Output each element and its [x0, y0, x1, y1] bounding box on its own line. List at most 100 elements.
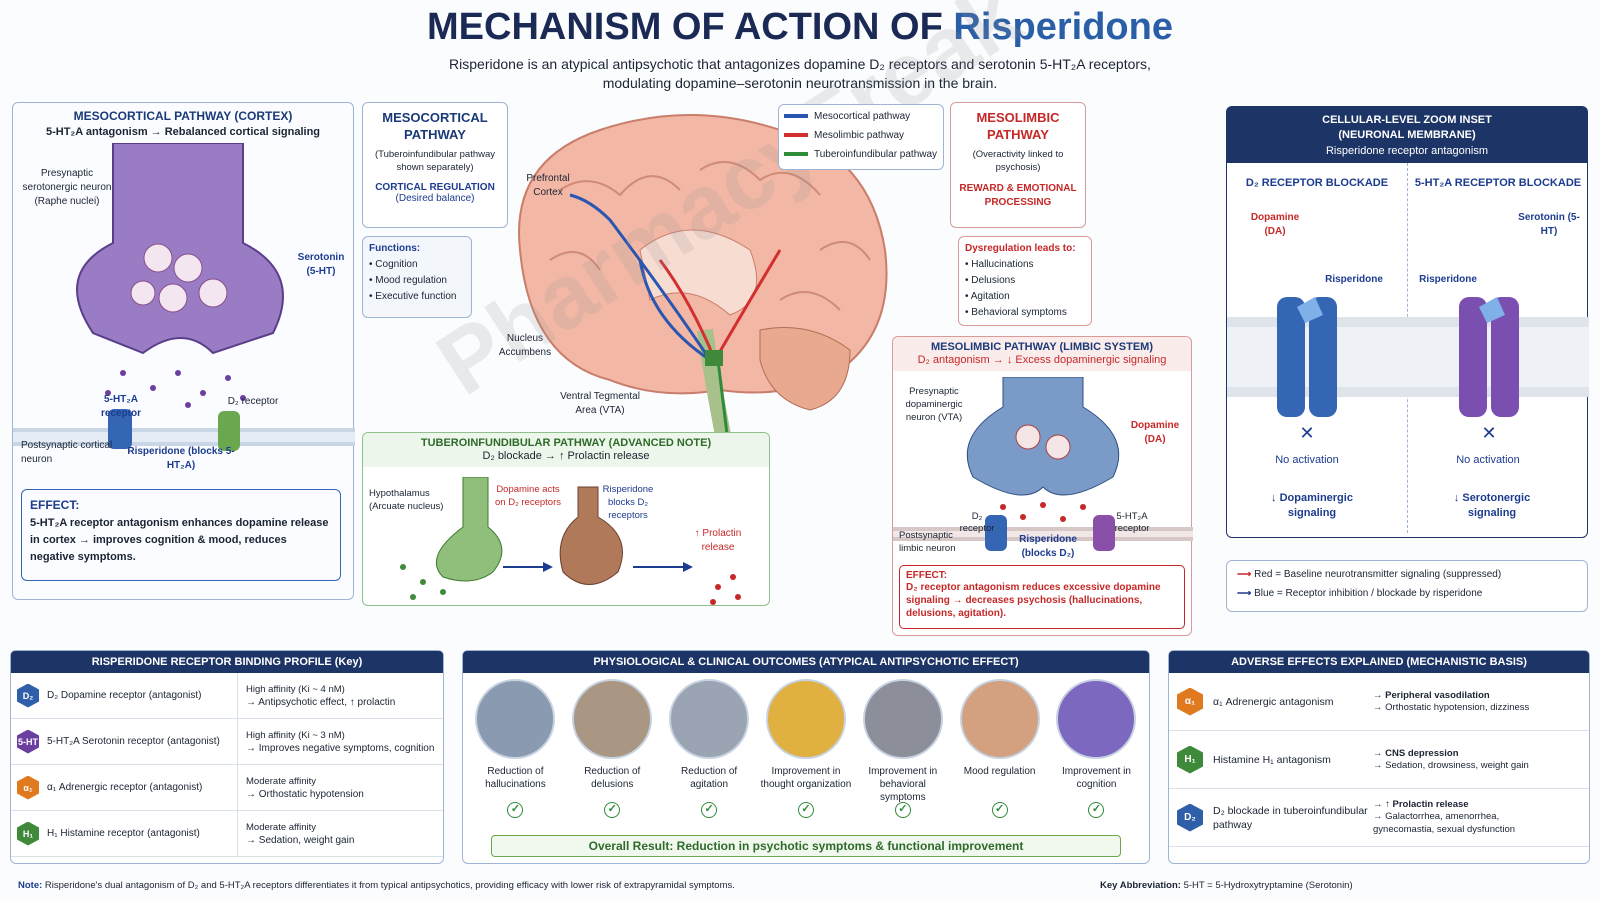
abbr-label: Key Abbreviation:: [1100, 880, 1181, 891]
adverse-row: H₁ Histamine H₁ antagonism → CNS depress…: [1169, 731, 1589, 789]
adverse-effects: ADVERSE EFFECTS EXPLAINED (MECHANISTIC B…: [1168, 650, 1590, 864]
r5ht-label: 5-HT₂A receptor: [100, 394, 141, 419]
effect-text: 5-HT₂A receptor antagonism enhances dopa…: [30, 517, 329, 563]
legend-item: Tuberoinfundibular pathway: [814, 149, 938, 160]
functions-box: Functions: Cognition Mood regulation Exe…: [362, 236, 472, 318]
adverse-name: Histamine H₁ antagonism: [1213, 753, 1331, 766]
affinity: High affinity (Ki ~ 4 nM): [246, 683, 345, 695]
receptor-name: D₂ Dopamine receptor (antagonist): [47, 690, 202, 701]
binding-title: RISPERIDONE RECEPTOR BINDING PROFILE (Ke…: [11, 651, 443, 673]
cellular-inset: CELLULAR-LEVEL ZOOM INSET (NEURONAL MEMB…: [1226, 106, 1589, 538]
outcome-item: Improvement in cognition ✓: [1049, 679, 1143, 818]
dys-item: Hallucinations: [965, 257, 1085, 273]
functions-title: Functions:: [369, 243, 421, 254]
receptor-name: α₁ Adrenergic receptor (antagonist): [47, 782, 203, 793]
outcome-image: [669, 679, 750, 759]
outcome-image: [475, 679, 556, 759]
ml-risp-label: Risperidone (blocks D₂): [1019, 534, 1077, 559]
dopamine-synapse-illustration: [893, 377, 1193, 551]
hypothalamus-label: Hypothalamus (Arcuate nucleus): [369, 488, 444, 512]
title-main: MECHANISM OF ACTION OF: [427, 6, 943, 48]
affinity: Moderate affinity: [246, 775, 317, 787]
key-red: Red = Baseline neurotransmitter signalin…: [1254, 569, 1502, 580]
d2-label: D₂ receptor: [227, 396, 279, 407]
dys-item: Agitation: [965, 289, 1085, 305]
note-label: Note:: [18, 880, 43, 891]
mesocortical-box: MESOCORTICAL PATHWAY (Tuberoinfundibular…: [362, 102, 508, 228]
brain-illustration: [518, 114, 888, 522]
legend-item: Mesocortical pathway: [814, 111, 911, 122]
dysregulation-box: Dysregulation leads to: Hallucinations D…: [958, 236, 1092, 326]
ml-presyn-label: Presynaptic dopaminergic neuron (VTA): [905, 386, 963, 423]
ml-dopamine-label: Dopamine (DA): [1130, 420, 1180, 445]
ml-box-title: MESOLIMBIC PATHWAY: [976, 110, 1060, 142]
check-icon: ✓: [701, 802, 718, 818]
cellular-title: CELLULAR-LEVEL ZOOM INSET (NEURONAL MEMB…: [1322, 114, 1492, 141]
cell-left-risp: Risperidone: [1325, 274, 1383, 285]
receptor-icon: H₁: [17, 821, 39, 846]
key-blue-arrow: ⟶: [1237, 588, 1255, 599]
outcome-item: Improvement in behavioral symptoms ✓: [856, 679, 950, 818]
presyn-label: Presynaptic serotonergic neuron (Raphe n…: [22, 168, 112, 207]
ml-box-rw: REWARD & EMOTIONAL PROCESSING: [959, 183, 1077, 208]
outcome-image: [862, 679, 943, 759]
binding-row: α₁ α₁ Adrenergic receptor (antagonist) M…: [11, 765, 443, 811]
mc-box-cr: CORTICAL REGULATION: [375, 182, 495, 193]
ml-header: MESOLIMBIC PATHWAY (LIMBIC SYSTEM) D₂ an…: [893, 337, 1191, 371]
cell-right-nt: Serotonin (5-HT): [1518, 212, 1580, 237]
cell-right-none: No activation: [1456, 454, 1520, 466]
legend-swatch-blue: [784, 114, 808, 119]
svg-text:✕: ✕: [1481, 423, 1496, 443]
risp-blocks-label: Risperidone blocks D₂ receptors: [602, 484, 654, 521]
mesolimbic-panel: MESOLIMBIC PATHWAY (LIMBIC SYSTEM) D₂ an…: [892, 336, 1193, 636]
affinity-effect: → Sedation, weight gain: [246, 834, 355, 846]
adverse-row: α₁ α₁ Adrenergic antagonism → Peripheral…: [1169, 673, 1589, 731]
adverse-effect-2: → Galactorrhea, amenorrhea, gynecomastia…: [1373, 811, 1516, 835]
outcomes-panel: PHYSIOLOGICAL & CLINICAL OUTCOMES (ATYPI…: [462, 650, 1150, 864]
function-item: Mood regulation: [369, 273, 465, 289]
subtitle-line-2: modulating dopamine–serotonin neurotrans…: [602, 75, 998, 91]
adverse-effect-2: → Sedation, drowsiness, weight gain: [1373, 759, 1529, 771]
legend-swatch-red: [784, 133, 808, 138]
ml-effect-title: EFFECT:: [906, 570, 948, 581]
outcomes-title: PHYSIOLOGICAL & CLINICAL OUTCOMES (ATYPI…: [463, 651, 1149, 673]
cell-left-head: D₂ RECEPTOR BLOCKADE: [1245, 177, 1389, 189]
outcome-label: Reduction of hallucinations: [485, 766, 546, 790]
outcome-image: [1056, 679, 1137, 759]
affinity-effect: → Orthostatic hypotension: [246, 788, 364, 800]
tubero-header: TUBEROINFUNDIBULAR PATHWAY (ADVANCED NOT…: [363, 433, 769, 467]
da-acts-label: Dopamine acts on D₂ receptors: [495, 484, 561, 508]
check-icon: ✓: [604, 802, 621, 818]
outcome-item: Reduction of hallucinations ✓: [468, 679, 562, 818]
outcome-label: Mood regulation: [963, 766, 1036, 777]
outcome-item: Improvement in thought organization ✓: [759, 679, 853, 818]
mc-box-note: (Tuberoinfundibular pathway shown separa…: [374, 149, 496, 173]
receptor-icon: H₁: [1177, 745, 1203, 774]
check-icon: ✓: [991, 802, 1008, 818]
affinity: High affinity (Ki ~ 3 nM): [246, 729, 345, 741]
outcome-item: Reduction of delusions ✓: [565, 679, 659, 818]
subtitle-line-1: Risperidone is an atypical antipsychotic…: [449, 56, 1151, 72]
adverse-effect-1: → CNS depression: [1373, 747, 1459, 759]
check-icon: ✓: [894, 802, 911, 818]
outcome-label: Improvement in behavioral symptoms: [868, 766, 938, 803]
adverse-title: ADVERSE EFFECTS EXPLAINED (MECHANISTIC B…: [1169, 651, 1589, 673]
ml-d2-label: D₂ receptor: [959, 511, 995, 534]
overall-result: Overall Result: Reduction in psychotic s…: [491, 835, 1121, 857]
ml-title: MESOLIMBIC PATHWAY (LIMBIC SYSTEM): [930, 341, 1154, 353]
receptor-icon: α₁: [17, 775, 39, 800]
check-icon: ✓: [1088, 802, 1105, 818]
postsyn-label: Postsynaptic cortical neuron: [21, 440, 113, 465]
risperidone-label: Risperidone (blocks 5-HT₂A): [127, 446, 235, 471]
effect-title: EFFECT:: [30, 498, 80, 512]
dys-item: Delusions: [965, 273, 1085, 289]
mesocortical-panel: MESOCORTICAL PATHWAY (CORTEX) 5-HT₂A ant…: [12, 102, 355, 600]
ml-sub: D₂ antagonism → ↓ Excess dopaminergic si…: [917, 354, 1167, 366]
footer-abbr: Key Abbreviation: 5-HT = 5-Hydroxytrypta…: [1100, 880, 1353, 891]
receptor-icon: D₂: [17, 683, 39, 708]
outcome-item: Mood regulation ✓: [953, 679, 1047, 818]
adverse-effect-2: → Orthostatic hypotension, dizziness: [1373, 701, 1530, 713]
ml-postsyn-label: Postsynaptic limbic neuron: [899, 530, 956, 554]
key-red-arrow: ⟶: [1237, 569, 1255, 580]
note-text: Risperidone's dual antagonism of D₂ and …: [44, 880, 735, 891]
